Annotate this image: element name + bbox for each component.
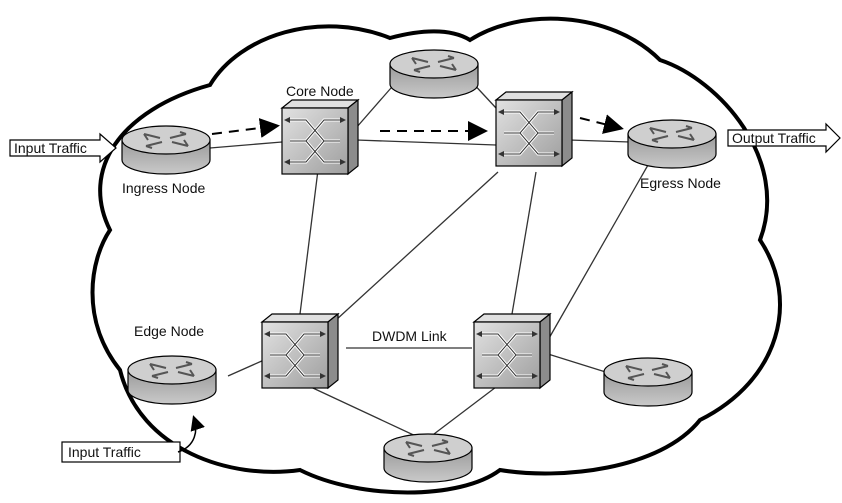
ingress-node-label: Ingress Node — [122, 180, 205, 196]
top-router-icon — [389, 49, 479, 99]
bottom-router-icon — [383, 433, 473, 483]
top-right-switch-icon — [494, 90, 574, 168]
network-links — [209, 79, 649, 439]
input-traffic-bottom-box: Input Traffic — [61, 415, 205, 463]
dwdm-link-label: DWDM Link — [372, 328, 448, 344]
core-node-label: Core Node — [286, 83, 354, 99]
egress-router-icon — [627, 119, 717, 169]
egress-node-label: Egress Node — [640, 175, 721, 191]
core-switch-icon — [280, 98, 360, 176]
ingress-router-icon — [121, 125, 211, 175]
traffic-path — [211, 114, 624, 141]
output-traffic-arrow: Output Traffic — [727, 122, 841, 154]
input-traffic-top-arrow: Input Traffic — [9, 132, 117, 164]
output-traffic-label: Output Traffic — [732, 130, 816, 146]
input-traffic-top-label: Input Traffic — [14, 140, 87, 156]
edge-node-label: Edge Node — [134, 323, 204, 339]
bottom-right-switch-icon — [472, 312, 552, 390]
input-traffic-bottom-label: Input Traffic — [68, 444, 141, 460]
edge-router-icon — [127, 355, 217, 405]
bottom-left-switch-icon — [260, 312, 340, 390]
right-router-icon — [603, 357, 693, 407]
